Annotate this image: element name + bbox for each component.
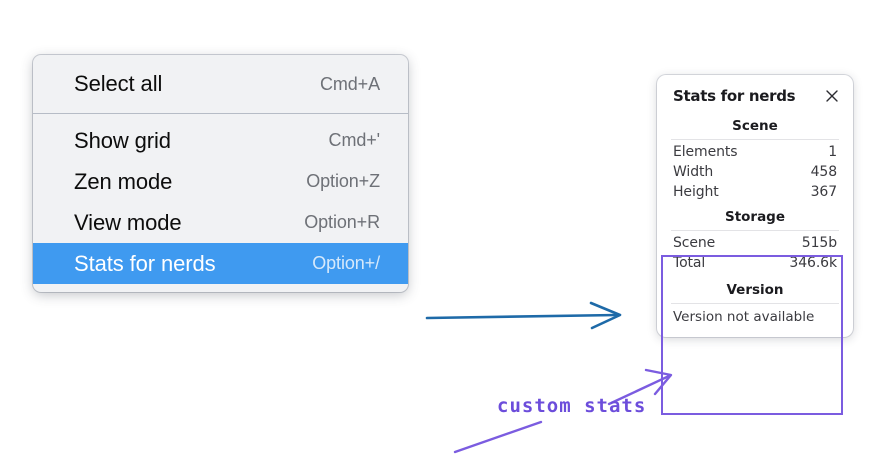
menu-item-zen-mode[interactable]: Zen mode Option+Z xyxy=(33,161,408,202)
menu-item-shortcut: Option+Z xyxy=(306,171,380,191)
custom-stats-annotation-label: custom stats xyxy=(497,395,647,417)
section-divider xyxy=(671,230,839,231)
section-title: Storage xyxy=(724,209,786,225)
menu-item-show-grid[interactable]: Show grid Cmd+' xyxy=(33,120,408,161)
menu-item-shortcut: Cmd+A xyxy=(319,73,380,94)
menu-divider xyxy=(33,113,408,114)
menu-item-label: Stats for nerds xyxy=(74,250,216,276)
section-title: Version xyxy=(726,282,784,298)
stat-row: Total 346.6k xyxy=(657,253,853,273)
stat-row: Height 367 xyxy=(657,182,853,202)
flow-arrow-icon xyxy=(425,301,622,330)
menu-group-view: Show grid Cmd+' Zen mode Option+Z View m… xyxy=(33,120,408,284)
stats-section-scene: Scene Elements 1 Width 458 Height 367 xyxy=(657,117,853,202)
menu-group-selection: Select all Cmd+A xyxy=(33,61,408,107)
stat-value: 367 xyxy=(810,184,838,200)
stat-key: Scene xyxy=(673,235,716,251)
stat-key: Total xyxy=(673,255,706,271)
menu-item-view-mode[interactable]: View mode Option+R xyxy=(33,202,408,243)
stats-for-nerds-panel: Stats for nerds Scene Elements 1 Width 4… xyxy=(657,75,853,337)
menu-item-label: Select all xyxy=(74,71,163,96)
menu-item-label: View mode xyxy=(74,209,182,235)
stat-key: Elements xyxy=(673,144,738,160)
section-title: Scene xyxy=(732,118,778,134)
stat-value: 1 xyxy=(828,144,837,160)
stat-key: Height xyxy=(673,184,719,200)
menu-item-shortcut: Option+R xyxy=(304,212,380,232)
section-divider xyxy=(671,303,839,304)
version-text: Version not available xyxy=(673,309,815,325)
underline-stroke xyxy=(453,420,543,454)
stat-value: 346.6k xyxy=(789,255,837,271)
context-menu[interactable]: Select all Cmd+A Show grid Cmd+' Zen mod… xyxy=(33,55,408,292)
stats-section-storage: Storage Scene 515b Total 346.6k xyxy=(657,208,853,273)
menu-item-select-all[interactable]: Select all Cmd+A xyxy=(33,61,408,107)
section-divider xyxy=(671,139,839,140)
stats-panel-title: Stats for nerds xyxy=(673,87,796,105)
stats-panel-header: Stats for nerds xyxy=(657,87,853,105)
menu-item-label: Zen mode xyxy=(74,168,173,194)
stat-row: Elements 1 xyxy=(657,142,853,162)
stat-key: Width xyxy=(673,164,714,180)
close-icon[interactable] xyxy=(824,88,840,104)
menu-item-stats-for-nerds[interactable]: Stats for nerds Option+/ xyxy=(33,243,408,284)
menu-item-shortcut: Option+/ xyxy=(312,253,380,273)
stats-section-version: Version Version not available xyxy=(657,281,853,327)
menu-item-label: Show grid xyxy=(74,127,171,153)
stat-row: Width 458 xyxy=(657,162,853,182)
menu-item-shortcut: Cmd+' xyxy=(328,130,381,150)
stat-row: Scene 515b xyxy=(657,233,853,253)
stat-value: 458 xyxy=(810,164,838,180)
stat-value: 515b xyxy=(801,235,837,251)
